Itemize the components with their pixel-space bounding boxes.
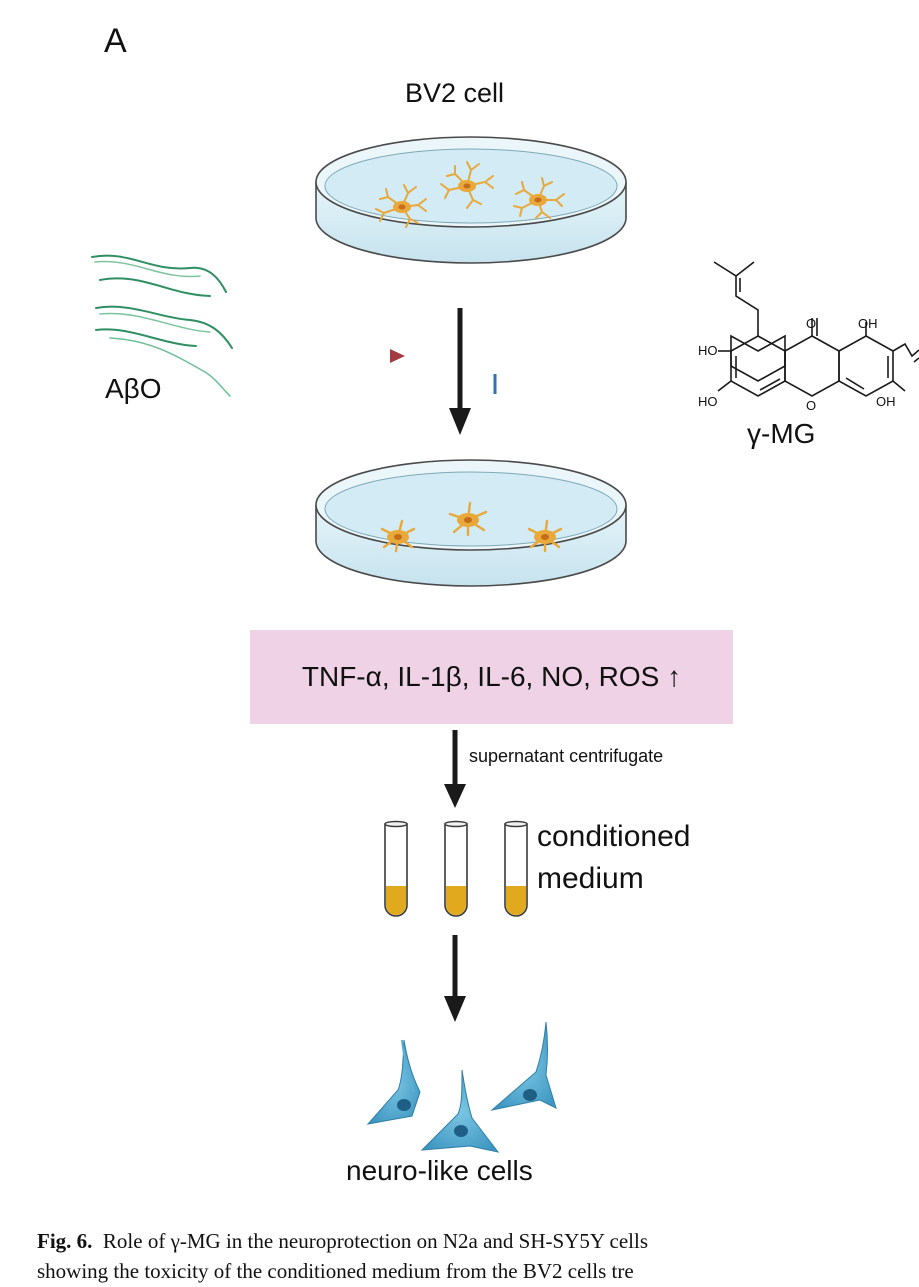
gamma-mangostin-structure <box>713 261 919 397</box>
atom-o-carbonyl: O <box>806 316 817 331</box>
microglia-activated-icon <box>527 519 563 553</box>
caption-line-1: Fig. 6. Role of γ-MG in the neuroprotect… <box>37 1226 919 1256</box>
centrifuge-label: supernatant centrifugate <box>469 746 664 766</box>
microglia-resting-icon <box>513 177 565 219</box>
inhibition-arrow-icon <box>493 374 680 394</box>
medium-label: medium <box>537 862 644 895</box>
neuron-icon <box>420 1069 500 1153</box>
petri-dish-top <box>315 136 627 264</box>
caption-text-1: Role of γ-MG in the neuroprotection on N… <box>102 1229 648 1253</box>
test-tube-icon <box>384 820 408 917</box>
petri-dish-activated <box>315 459 627 587</box>
abeta-oligomer-fibrils-icon <box>91 254 233 397</box>
bv2-cell-label: BV2 cell <box>405 78 505 108</box>
neuron-icon <box>490 1021 557 1111</box>
microglia-activated-icon <box>380 519 416 553</box>
microglia-activated-icon <box>448 501 488 537</box>
atom-ho-left: HO <box>698 343 718 358</box>
caption-fig-label: Fig. 6. <box>37 1229 93 1253</box>
caption-line-2: showing the toxicity of the conditioned … <box>37 1259 634 1283</box>
down-arrow-icon <box>444 935 466 1022</box>
microglia-resting-icon <box>375 184 427 228</box>
figure-caption: Fig. 6. Role of γ-MG in the neuroprotect… <box>37 1226 919 1286</box>
panel-label: A <box>104 22 127 60</box>
atom-oh-bottom: OH <box>876 394 896 409</box>
activation-arrow-icon <box>236 349 405 363</box>
atom-o-ring: O <box>806 398 817 413</box>
down-arrow-icon <box>449 308 471 435</box>
atom-ho-bottom: HO <box>698 394 718 409</box>
conditioned-label: conditioned <box>537 820 691 853</box>
cytokine-box: TNF-α, IL-1β, IL-6, NO, ROS ↑ <box>250 630 733 724</box>
test-tube-icon <box>444 820 468 917</box>
atom-oh-top: OH <box>858 316 878 331</box>
neuro-cells-label: neuro-like cells <box>346 1155 533 1186</box>
microglia-resting-icon <box>440 161 494 209</box>
cytokine-text: TNF-α, IL-1β, IL-6, NO, ROS ↑ <box>301 661 682 692</box>
neuron-icon <box>366 1039 421 1125</box>
abo-label: AβO <box>105 373 162 404</box>
down-arrow-icon <box>444 730 466 808</box>
gamma-mg-label: γ-MG <box>747 418 816 449</box>
test-tube-icon <box>504 820 528 917</box>
